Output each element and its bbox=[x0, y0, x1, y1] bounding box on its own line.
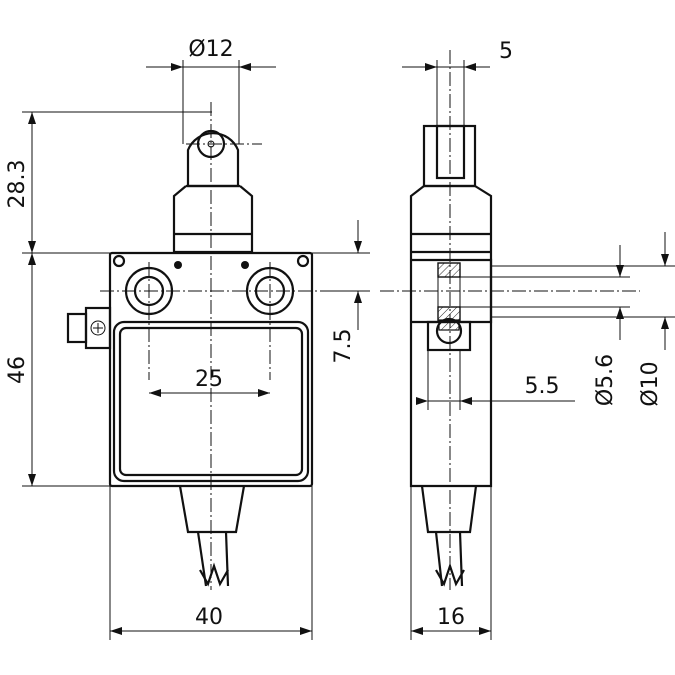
dim-plunger-width: 5 bbox=[402, 39, 513, 126]
dim-counterbore-diameter: Ø10 bbox=[491, 232, 675, 407]
front-centerlines bbox=[100, 102, 320, 590]
dim-hole-offset: 7.5 bbox=[312, 220, 370, 364]
side-hole-section bbox=[411, 258, 493, 352]
dim-body-depth: 16 bbox=[410, 486, 492, 640]
dim-label-plunger-width: 5 bbox=[499, 39, 513, 64]
switch-body bbox=[66, 251, 314, 587]
side-view bbox=[380, 50, 640, 590]
dim-label-actuator-height: 28.3 bbox=[5, 160, 30, 209]
side-housing bbox=[409, 185, 493, 488]
dim-hole-depth: 5.5 bbox=[416, 350, 575, 410]
ground-screw bbox=[66, 306, 112, 350]
plunger-housing bbox=[172, 185, 254, 254]
dim-label-counterbore-diameter: Ø10 bbox=[638, 361, 663, 406]
dim-label-body-depth: 16 bbox=[437, 605, 465, 630]
dim-label-body-width: 40 bbox=[195, 605, 223, 630]
dim-label-roller-diameter: Ø12 bbox=[188, 37, 233, 62]
side-centerlines bbox=[380, 50, 640, 590]
dim-body-width: 40 bbox=[109, 486, 313, 640]
roller-actuator bbox=[186, 129, 240, 188]
dim-label-hole-spacing: 25 bbox=[195, 367, 223, 392]
front-view bbox=[66, 102, 320, 590]
dim-roller-diameter: Ø12 bbox=[146, 37, 276, 144]
dim-actuator-height: 28.3 bbox=[5, 111, 212, 254]
dim-label-hole-depth: 5.5 bbox=[525, 374, 560, 399]
dim-label-hole-offset: 7.5 bbox=[331, 329, 356, 364]
dim-hole-spacing: 25 bbox=[149, 367, 270, 397]
dim-body-height: 46 bbox=[5, 253, 110, 487]
dim-label-body-height: 46 bbox=[5, 356, 30, 384]
dim-label-hole-diameter: Ø5.6 bbox=[593, 354, 618, 406]
cable-gland bbox=[178, 485, 246, 587]
dim-hole-diameter: Ø5.6 bbox=[460, 245, 630, 406]
side-cable-gland bbox=[420, 485, 478, 587]
